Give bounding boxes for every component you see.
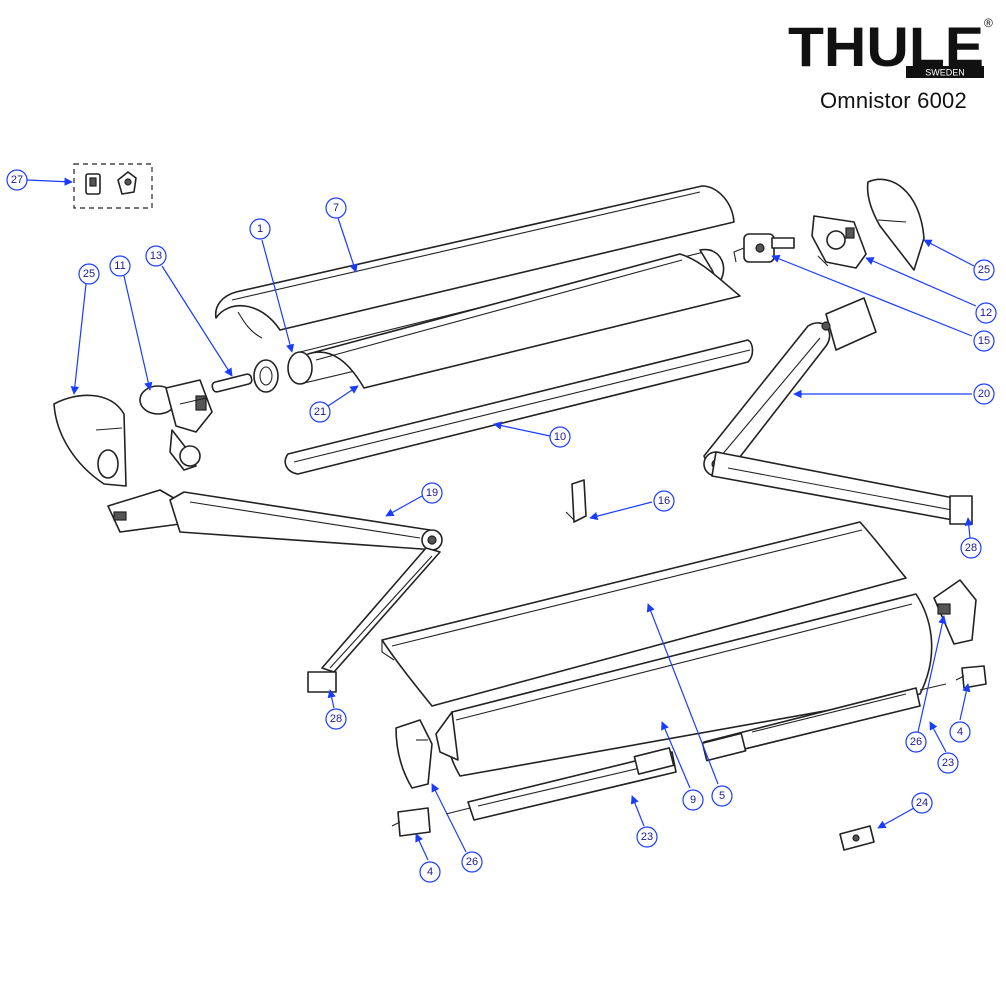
svg-text:11: 11 xyxy=(114,260,125,272)
registered-mark: ® xyxy=(984,16,993,30)
svg-text:23: 23 xyxy=(942,757,954,769)
callout-28-right: 28 xyxy=(960,537,982,559)
svg-text:21: 21 xyxy=(314,406,326,418)
callout-13: 13 xyxy=(145,245,167,267)
part-23-left-rail xyxy=(445,747,677,821)
callout-11: 11 xyxy=(109,255,131,277)
callout-24: 24 xyxy=(911,792,933,814)
callout-27: 27 xyxy=(6,169,28,191)
logo-subtext: SWEDEN xyxy=(925,68,965,78)
part-15-bearing-plug xyxy=(733,233,795,263)
part-25-right-end-cap xyxy=(866,178,925,271)
callout-16: 16 xyxy=(653,490,675,512)
callout-1: 1 xyxy=(249,218,271,240)
svg-text:15: 15 xyxy=(978,335,990,347)
callout-10: 10 xyxy=(549,426,571,448)
svg-text:4: 4 xyxy=(957,726,963,738)
svg-text:19: 19 xyxy=(426,487,438,499)
callout-23-right: 23 xyxy=(937,752,959,774)
part-27-small-parts-kit xyxy=(73,163,153,209)
callout-19: 19 xyxy=(421,482,443,504)
part-26-left-end-piece xyxy=(395,719,433,789)
part-13-axle-end xyxy=(211,359,279,393)
svg-text:26: 26 xyxy=(910,736,922,748)
svg-text:24: 24 xyxy=(916,797,928,809)
callout-5: 5 xyxy=(711,785,733,807)
part-25-left-end-cap xyxy=(53,394,127,487)
part-21-awning-fabric xyxy=(307,253,741,389)
callout-28-left: 28 xyxy=(325,708,347,730)
svg-text:20: 20 xyxy=(978,388,990,400)
part-9-lower-cover xyxy=(435,593,933,777)
svg-text:7: 7 xyxy=(333,202,339,214)
part-7-top-cover xyxy=(214,185,735,339)
svg-text:5: 5 xyxy=(719,790,725,802)
part-5-front-cover xyxy=(381,521,907,707)
part-4-right-bracket xyxy=(955,665,987,689)
part-4-left-bracket xyxy=(391,807,431,837)
svg-text:26: 26 xyxy=(466,856,478,868)
part-26-right-end-piece xyxy=(933,579,977,645)
callout-20: 20 xyxy=(973,383,995,405)
svg-text:12: 12 xyxy=(980,307,992,319)
svg-text:9: 9 xyxy=(690,794,696,806)
callout-9: 9 xyxy=(682,789,704,811)
logo-sweden-band xyxy=(906,66,984,78)
svg-text:27: 27 xyxy=(11,174,23,186)
part-23-right-rail xyxy=(701,683,947,762)
svg-text:16: 16 xyxy=(658,495,670,507)
callout-7: 7 xyxy=(325,197,347,219)
leader-lines xyxy=(26,177,977,861)
callout-25-right: 25 xyxy=(973,259,995,281)
thule-logo: THULE SWEDEN xyxy=(788,20,984,78)
svg-text:1: 1 xyxy=(257,223,263,235)
callout-21: 21 xyxy=(309,401,331,423)
svg-text:4: 4 xyxy=(427,866,433,878)
part-19-left-arm xyxy=(107,489,443,693)
svg-text:23: 23 xyxy=(641,831,653,843)
part-24-small-bracket xyxy=(839,825,875,851)
part-10-front-profile xyxy=(284,339,754,475)
svg-text:25: 25 xyxy=(83,268,95,280)
part-11-winding-mechanism xyxy=(139,379,213,471)
svg-text:28: 28 xyxy=(330,713,342,725)
svg-text:25: 25 xyxy=(978,264,990,276)
callout-4-right: 4 xyxy=(949,721,971,743)
part-20-right-arm xyxy=(703,297,973,525)
callout-4-left: 4 xyxy=(419,861,441,883)
part-16-clip xyxy=(565,479,587,523)
part-12-right-bracket xyxy=(811,215,867,269)
callout-26-right: 26 xyxy=(905,731,927,753)
callout-26-left: 26 xyxy=(461,851,483,873)
callout-23-left: 23 xyxy=(636,826,658,848)
model-name: Omnistor 6002 xyxy=(820,88,967,113)
callout-25-left: 25 xyxy=(78,263,100,285)
callout-12: 12 xyxy=(975,302,997,324)
svg-text:28: 28 xyxy=(965,542,977,554)
svg-text:13: 13 xyxy=(150,250,162,262)
svg-text:10: 10 xyxy=(554,431,566,443)
callout-15: 15 xyxy=(973,330,995,352)
